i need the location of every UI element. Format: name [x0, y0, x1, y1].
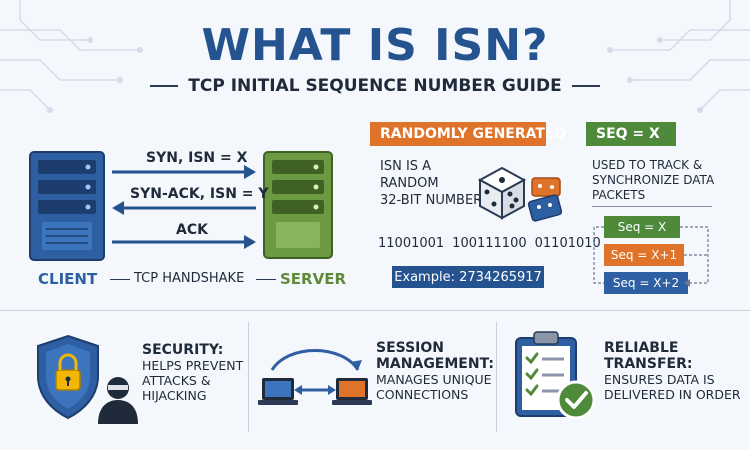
clipboard-checklist-icon — [515, 331, 596, 420]
reliable-text: RELIABLE TRANSFER: ENSURES DATA IS DELIV… — [604, 340, 741, 402]
bits-1: 11001001 — [378, 236, 445, 251]
client-server-icon — [29, 151, 105, 261]
security-desc-1: HELPS PREVENT — [142, 358, 244, 373]
dice-icon — [477, 166, 563, 222]
session-laptops-icon — [258, 349, 372, 405]
random-line-1: ISN IS A — [380, 159, 432, 174]
reliable-title-1: RELIABLE — [604, 340, 679, 356]
session-desc-1: MANAGES UNIQUE — [376, 372, 492, 387]
seq-desc-line-3: PACKETS — [592, 188, 646, 202]
seq-box-3: Seq = X+2 — [604, 272, 688, 294]
seq-desc-line-1: USED TO TRACK & — [592, 158, 703, 172]
subtitle-rule-right — [571, 85, 601, 87]
security-desc-2: ATTACKS & — [142, 373, 211, 388]
session-title-2: MANAGEMENT: — [376, 356, 494, 372]
security-title: SECURITY: — [142, 342, 224, 358]
handshake-rule-right — [256, 279, 276, 280]
subtitle-rule-left — [150, 85, 179, 87]
page-subtitle: TCP INITIAL SEQUENCE NUMBER GUIDE — [188, 76, 562, 96]
session-desc-2: CONNECTIONS — [376, 387, 469, 402]
example-badge: Example: 2734265917 — [392, 266, 544, 288]
server-label: SERVER — [280, 270, 347, 288]
seq-banner: SEQ = X — [586, 122, 676, 146]
binary-row: 11001001 100111100 01101010 — [378, 236, 601, 251]
server-tower-icon — [263, 151, 333, 259]
handshake-rule-left — [110, 279, 130, 280]
seq-rule — [592, 206, 712, 207]
bits-2: 100111100 — [452, 236, 527, 251]
synack-label: SYN-ACK, ISN = Y — [130, 186, 269, 202]
page-title: WHAT IS ISN? — [201, 20, 549, 71]
security-text: SECURITY: HELPS PREVENT ATTACKS & HIJACK… — [142, 342, 243, 403]
session-title-1: SESSION — [376, 340, 445, 356]
ack-label: ACK — [176, 222, 208, 238]
handshake-arrows — [112, 165, 256, 249]
security-shield-icon — [37, 334, 138, 424]
seq-description: USED TO TRACK & SYNCHRONIZE DATA PACKETS — [592, 158, 714, 203]
random-text: ISN IS A RANDOM 32-BIT NUMBER — [380, 158, 482, 209]
handshake-label: TCP HANDSHAKE — [134, 271, 245, 286]
section-divider — [0, 310, 750, 311]
seq-connectors — [593, 226, 709, 287]
feature-divider-2 — [496, 322, 497, 432]
random-banner: RANDOMLY GENERATED — [370, 122, 566, 146]
seq-box-2: Seq = X+1 — [604, 244, 684, 266]
feature-divider-1 — [248, 322, 249, 432]
session-text: SESSION MANAGEMENT: MANAGES UNIQUE CONNE… — [376, 340, 494, 402]
random-line-2: RANDOM — [380, 176, 439, 191]
security-desc-3: HIJACKING — [142, 388, 207, 403]
subtitle-row: TCP INITIAL SEQUENCE NUMBER GUIDE — [150, 74, 601, 98]
reliable-title-2: TRANSFER: — [604, 356, 693, 372]
random-line-3: 32-BIT NUMBER — [380, 193, 483, 208]
seq-box-1: Seq = X — [604, 216, 680, 238]
client-label: CLIENT — [38, 270, 98, 288]
syn-label: SYN, ISN = X — [146, 150, 248, 166]
reliable-desc-1: ENSURES DATA IS — [604, 372, 715, 387]
bits-3: 01101010 — [534, 236, 601, 251]
reliable-desc-2: DELIVERED IN ORDER — [604, 387, 741, 402]
seq-desc-line-2: SYNCHRONIZE DATA — [592, 173, 715, 187]
